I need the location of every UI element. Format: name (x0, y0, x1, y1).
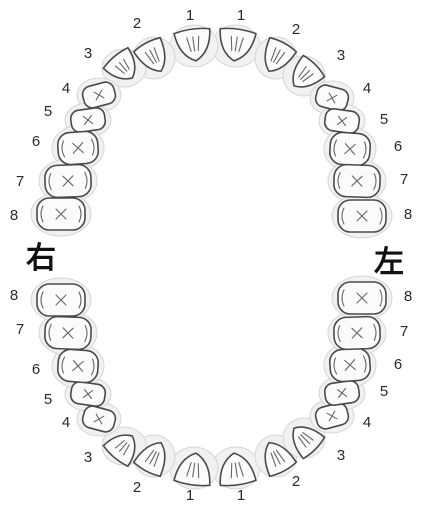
tooth-upper-left-5 (324, 108, 361, 135)
tooth-number-upper-right-4: 4 (62, 80, 70, 97)
tooth-number-lower-right-1: 1 (186, 487, 194, 504)
tooth-number-lower-right-2: 2 (133, 479, 141, 496)
tooth-number-upper-right-2: 2 (133, 15, 141, 32)
tooth-number-upper-left-3: 3 (337, 47, 345, 64)
tooth-number-upper-left-7: 7 (400, 171, 408, 188)
tooth-number-upper-left-1: 1 (237, 7, 245, 24)
right-side-label: 右 (26, 241, 56, 276)
tooth-number-upper-right-5: 5 (44, 103, 52, 120)
tooth-number-lower-left-1: 1 (237, 487, 245, 504)
tooth-number-lower-left-8: 8 (404, 288, 412, 305)
tooth-lower-right-7 (44, 316, 91, 350)
tooth-lower-right-8 (37, 284, 85, 316)
tooth-number-lower-left-5: 5 (380, 383, 388, 400)
tooth-lower-left-8 (338, 282, 386, 314)
tooth-number-lower-left-3: 3 (337, 447, 345, 464)
tooth-lower-left-6 (329, 348, 371, 383)
tooth-number-lower-right-3: 3 (84, 449, 92, 466)
tooth-upper-right-7 (44, 164, 91, 198)
tooth-number-lower-right-8: 8 (10, 287, 18, 304)
tooth-number-lower-right-7: 7 (16, 321, 24, 338)
tooth-number-upper-right-8: 8 (10, 207, 18, 224)
tooth-lower-left-5 (324, 380, 361, 407)
tooth-upper-left-7 (333, 164, 380, 198)
tooth-upper-left-6 (329, 132, 371, 167)
tooth-number-upper-left-5: 5 (380, 111, 388, 128)
tooth-number-upper-left-8: 8 (404, 206, 412, 223)
tooth-number-upper-right-3: 3 (84, 45, 92, 62)
tooth-number-upper-right-6: 6 (32, 133, 40, 150)
tooth-number-lower-right-4: 4 (62, 414, 70, 431)
tooth-lower-right-5 (70, 381, 107, 408)
tooth-number-lower-left-7: 7 (400, 323, 408, 340)
tooth-number-lower-left-4: 4 (363, 414, 371, 431)
tooth-lower-left-7 (333, 316, 380, 350)
tooth-number-upper-right-1: 1 (186, 7, 194, 24)
tooth-upper-right-5 (70, 107, 107, 134)
tooth-lower-right-6 (57, 349, 99, 384)
teeth-group (37, 27, 386, 488)
tooth-upper-right-8 (37, 198, 85, 230)
left-side-label: 左 (374, 245, 404, 280)
tooth-number-lower-right-5: 5 (44, 391, 52, 408)
tooth-number-lower-right-6: 6 (32, 361, 40, 378)
tooth-upper-left-8 (338, 200, 386, 232)
tooth-number-lower-left-6: 6 (394, 356, 402, 373)
tooth-number-upper-left-4: 4 (363, 80, 371, 97)
tooth-number-upper-right-7: 7 (16, 173, 24, 190)
tooth-number-upper-left-6: 6 (394, 138, 402, 155)
tooth-number-lower-left-2: 2 (292, 473, 300, 490)
tooth-number-upper-left-2: 2 (292, 21, 300, 38)
tooth-upper-right-6 (57, 131, 99, 166)
